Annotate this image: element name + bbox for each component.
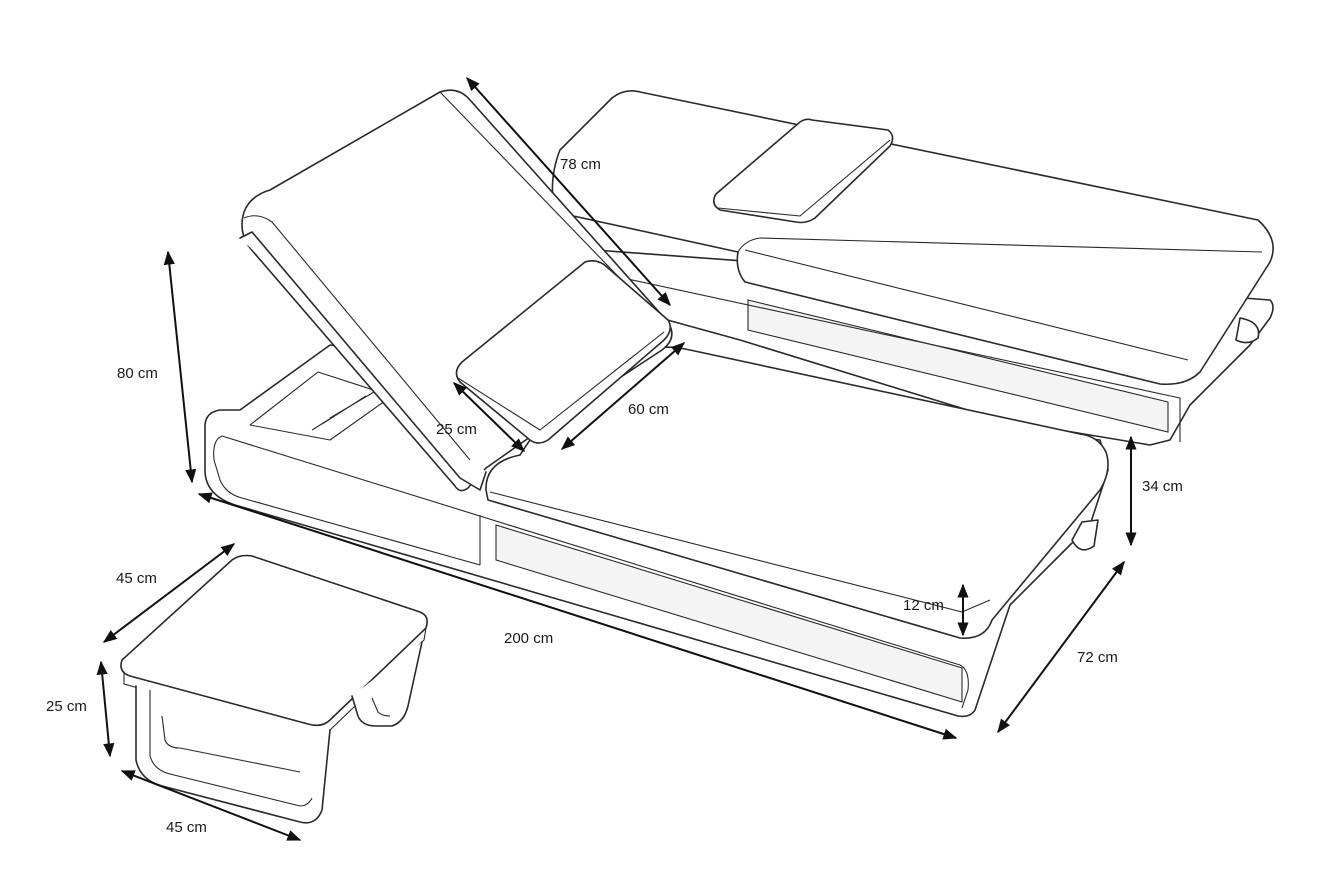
backrest-length-line [466, 76, 671, 307]
table-height-line [96, 660, 115, 758]
lounger-length-line [197, 492, 958, 740]
pillow-depth-line [452, 382, 526, 452]
lounger-width-label: 72 cm [1077, 649, 1118, 666]
total-height-line [163, 250, 197, 484]
table-depth-label: 45 cm [116, 570, 157, 587]
table-width-label: 45 cm [166, 819, 207, 836]
lounger-length-label: 200 cm [504, 630, 553, 647]
table-height-label: 25 cm [46, 698, 87, 715]
seat-height-label: 34 cm [1142, 478, 1183, 495]
back-lounger [551, 90, 1274, 446]
pillow-depth-label: 25 cm [436, 421, 477, 438]
lounger-width-line [997, 560, 1125, 734]
table-depth-line [102, 543, 236, 643]
table-width-line [120, 770, 302, 841]
dimension-lines [96, 76, 1137, 841]
pillow-width-line [560, 342, 686, 450]
total-height-label: 80 cm [117, 365, 158, 382]
backrest-length-label: 78 cm [560, 156, 601, 173]
pillow-width-label: 60 cm [628, 401, 669, 418]
dimension-labels: 78 cm 80 cm 60 cm 25 cm 34 cm 12 cm 200 … [46, 156, 1183, 836]
cushion-thickness-label: 12 cm [903, 597, 944, 614]
